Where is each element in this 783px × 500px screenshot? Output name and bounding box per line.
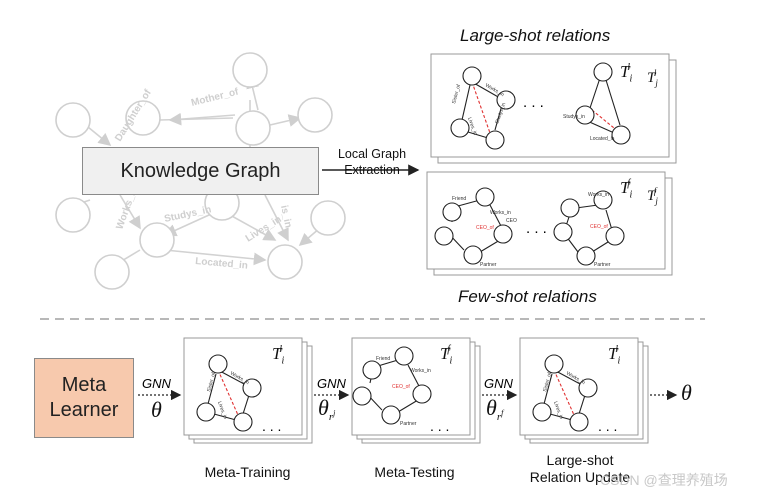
large-shot-task-front: Til	[620, 62, 633, 85]
meta-learner-line1: Meta	[61, 374, 107, 396]
meta-training-caption: Meta-Training	[204, 464, 291, 480]
svg-text:Sister_of: Sister_of	[451, 83, 462, 104]
svg-text:Works_in: Works_in	[588, 192, 609, 198]
svg-text:Lives_in: Lives_in	[244, 214, 284, 245]
meta-training-mini-graph	[196, 354, 262, 432]
svg-text:CEO_of: CEO_of	[590, 224, 608, 230]
gnn-label-1: GNN	[142, 376, 171, 391]
relation-update-ellipsis: . . .	[598, 418, 618, 434]
meta-training-ellipsis: . . .	[262, 418, 282, 434]
relation-update-caption: Large-shot Relation Update	[515, 452, 645, 486]
svg-text:Friend: Friend	[376, 356, 390, 362]
svg-text:Partner: Partner	[400, 421, 417, 427]
meta-testing-card-stack	[351, 337, 481, 444]
svg-text:Lives_in: Lives_in	[466, 117, 478, 136]
svg-text:Works_in: Works_in	[490, 210, 511, 216]
svg-text:Sister_of: Sister_of	[206, 371, 217, 392]
extraction-line2: Extraction	[344, 162, 400, 177]
few-shot-task-front: Tif	[620, 178, 633, 201]
svg-text:CEO_of: CEO_of	[476, 225, 494, 231]
svg-text:Friend: Friend	[452, 196, 466, 202]
extraction-line1: Local Graph	[337, 147, 407, 161]
svg-text:Works_in: Works_in	[410, 368, 431, 374]
meta-testing-caption: Meta-Testing	[374, 464, 455, 480]
few-shot-heading: Few-shot relations	[458, 287, 597, 306]
watermark: CSDN @查理养殖场	[600, 472, 728, 488]
few-shot-card-stack	[426, 171, 673, 276]
svg-text:CEO_of: CEO_of	[392, 384, 410, 390]
relation-update-caption-line2: Relation Update	[529, 468, 631, 485]
kg-nodes	[55, 52, 346, 290]
svg-text:Located_in: Located_in	[195, 256, 249, 272]
relation-update-mini-graph	[532, 354, 598, 432]
meta-training-task-label: Til	[272, 344, 285, 367]
knowledge-graph-label: Knowledge Graph	[120, 159, 281, 182]
meta-testing-mini-graph	[352, 346, 432, 425]
relation-update-task-label: Til	[608, 344, 621, 367]
svg-text:Lives_in: Lives_in	[216, 401, 228, 420]
theta-rf-label: θrf	[486, 395, 504, 424]
meta-testing-task-label: Tif	[440, 344, 453, 367]
large-shot-heading: Large-shot relations	[460, 26, 611, 45]
few-shot-mini-graph-right	[553, 190, 625, 266]
svg-text:Mother_of: Mother_of	[190, 86, 240, 109]
meta-learner-box: Meta Learner	[34, 358, 134, 438]
large-shot-mini-graph-left	[450, 66, 516, 150]
few-shot-mini-labels: Friend Works_in CEO_of CEO Partner Works…	[452, 192, 611, 268]
svg-text:is_in: is_in	[278, 204, 293, 229]
relation-update-caption-line1: Large-shot	[546, 452, 614, 468]
svg-text:Located_in: Located_in	[590, 136, 615, 142]
output-theta: θ	[681, 380, 692, 405]
svg-text:CEO: CEO	[506, 218, 517, 224]
large-shot-task-back: Tjl	[647, 68, 658, 88]
svg-text:Studys_in: Studys_in	[563, 114, 585, 120]
svg-text:Lives_in: Lives_in	[552, 401, 564, 420]
few-shot-task-back: Tjf	[647, 186, 658, 206]
few-shot-mini-graph-left	[434, 187, 513, 265]
large-shot-mini-graph-right	[575, 62, 631, 145]
theta-rj-label: θrj	[318, 395, 336, 424]
knowledge-graph-box: Knowledge Graph	[82, 147, 319, 195]
large-shot-ellipsis: . . .	[523, 94, 544, 111]
svg-text:Sister_of: Sister_of	[542, 371, 553, 392]
extraction-label: Local Graph Extraction	[330, 147, 414, 178]
gnn-label-2: GNN	[317, 376, 346, 391]
gnn-label-3: GNN	[484, 376, 513, 391]
svg-text:Studys_in: Studys_in	[163, 204, 212, 225]
few-shot-ellipsis: . . .	[526, 220, 547, 237]
meta-learner-line2: Learner	[49, 399, 119, 421]
svg-text:Partner: Partner	[480, 262, 497, 268]
meta-testing-ellipsis: . . .	[430, 418, 450, 434]
svg-text:Partner: Partner	[594, 262, 611, 268]
theta-label: θ	[151, 397, 162, 422]
